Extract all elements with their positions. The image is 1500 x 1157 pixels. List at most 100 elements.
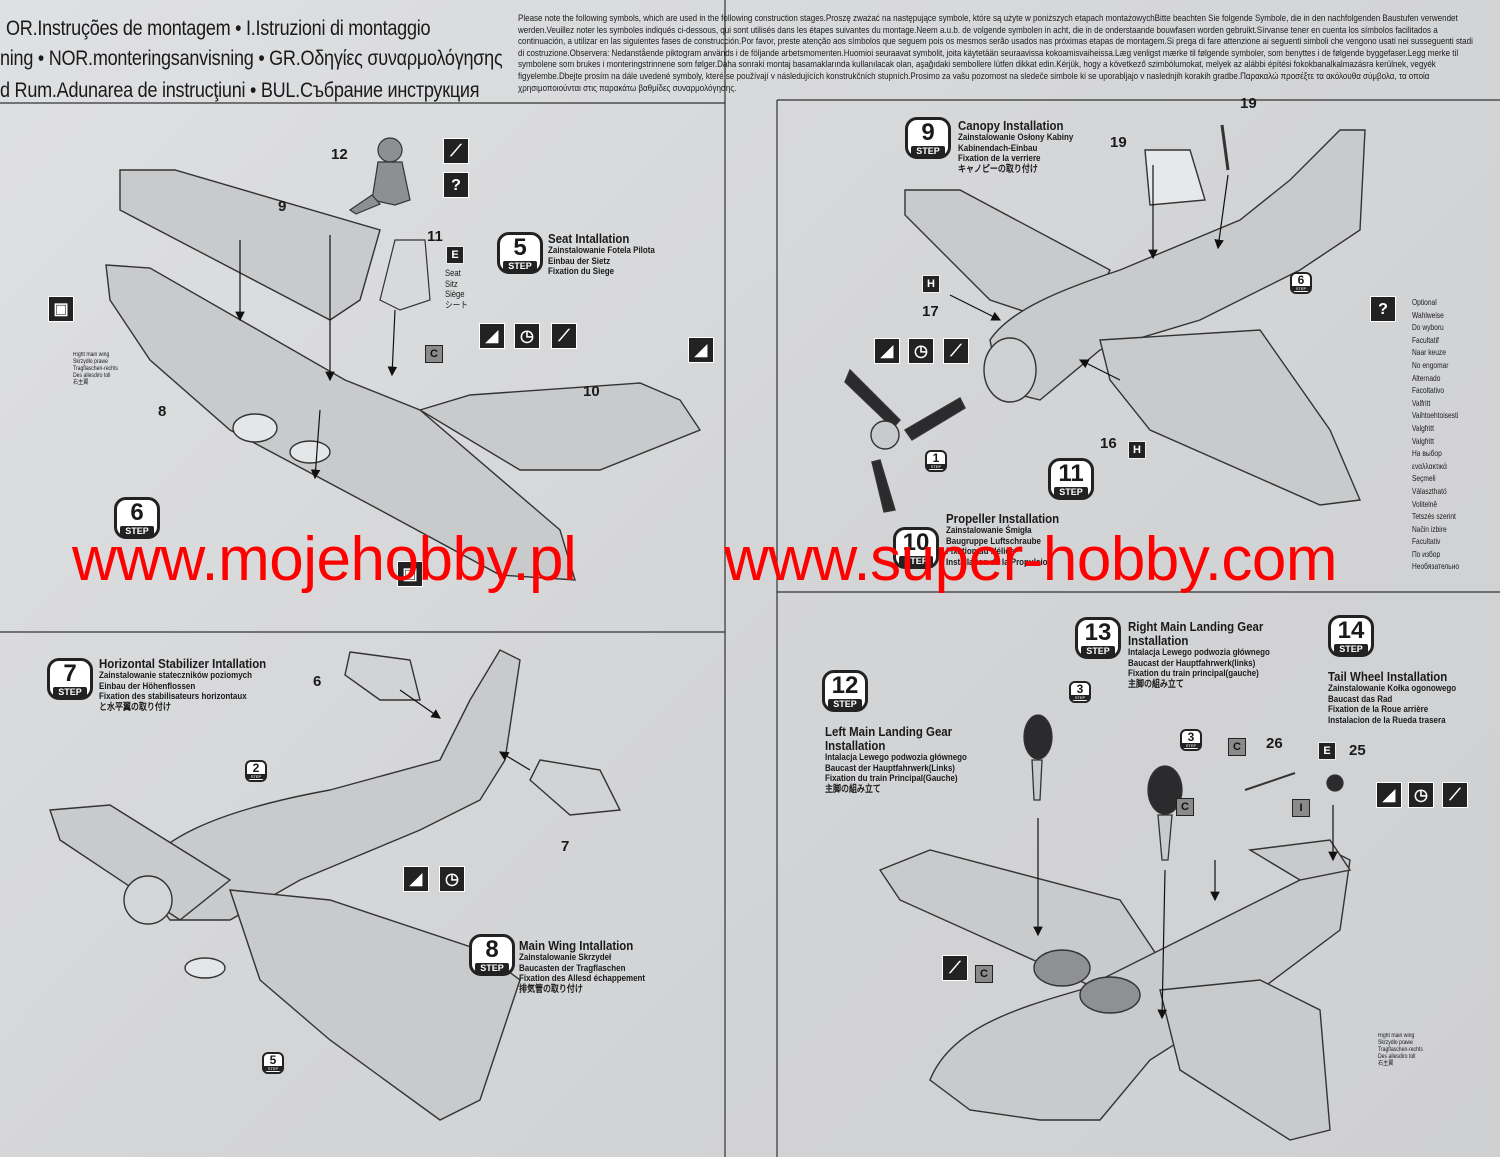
title-pl: Intalacja Lewego podwozia głównego: [1128, 647, 1270, 658]
bag-icon: ▣: [48, 296, 74, 322]
optional-icon: ?: [1370, 296, 1396, 322]
header-line-2: ning • NOR.monteringsanvisning • GR.Οδηγ…: [0, 47, 503, 70]
step-word: STEP: [828, 699, 862, 710]
optional-item: Naar keuze: [1412, 347, 1446, 358]
part-letter: C: [975, 965, 993, 983]
part-letter: C: [1228, 738, 1246, 756]
optional-item: Valfritt: [1412, 397, 1431, 408]
mini-step-number: 3: [1187, 730, 1195, 744]
seat-label: Sitz: [445, 278, 458, 289]
optional-item: Választható: [1412, 485, 1447, 496]
part-number: 19: [1240, 95, 1257, 112]
paint-icon: ⟋: [551, 323, 577, 349]
seat-part: [379, 239, 431, 311]
title-es: Installation de la Propulsion: [946, 556, 1053, 568]
title-en: Tail Wheel Installation: [1328, 669, 1448, 684]
note-line: Tragflaschen-rechts: [73, 366, 118, 372]
pilot-figure: [348, 137, 411, 215]
step-number: 10: [902, 529, 930, 556]
step-word: STEP: [475, 963, 509, 974]
optional-item: No engomar: [1412, 359, 1449, 370]
title-de: Baugruppe Luftschraube: [946, 535, 1041, 547]
landing-gear-parts: [1023, 714, 1344, 861]
step-11-badge: 11 STEP: [1048, 458, 1094, 500]
step-7-title: Horizontal Stabilizer Intallation Zainst…: [99, 657, 289, 713]
title-en: Seat Intallation: [548, 231, 630, 246]
optional-item: Valgfritt: [1412, 422, 1434, 433]
symbols-notice: Please note the following symbols, which…: [518, 12, 1473, 93]
part-letter: C: [1176, 798, 1194, 816]
mini-step-word: STEP: [247, 774, 265, 779]
step-9-title: Canopy Installation Zainstalowanie Osłon…: [958, 119, 1095, 175]
title-de: Baucast der Hauptfahrwerk(Links): [825, 762, 955, 774]
optional-item: Valgfritt: [1412, 435, 1434, 446]
optional-item: Необязательно: [1412, 561, 1460, 572]
optional-item: Volitelně: [1412, 498, 1438, 509]
optional-icon: ?: [443, 172, 469, 198]
glue-icon: ◢: [403, 866, 429, 892]
part-number: 7: [561, 838, 570, 855]
title-de: Baucast das Rad: [1328, 693, 1393, 705]
step-8-title: Main Wing Intallation Zainstalowanie Skr…: [519, 939, 669, 995]
step-number: 7: [63, 660, 77, 687]
part-letter: E: [446, 246, 464, 264]
step-5-title: Seat Intallation Zainstalowanie Fotela P…: [548, 232, 675, 278]
seat-label: Siège: [445, 289, 465, 299]
optional-item: Način izbire: [1412, 523, 1447, 534]
right-wing-note: Right main wing Skrzydło prawe Tragflasc…: [1378, 1033, 1423, 1068]
step-10-badge: 10 STEP: [893, 527, 939, 569]
title-de: Einbau der Sietz: [548, 255, 611, 267]
optional-item: Seçmeli: [1412, 473, 1436, 484]
step-word: STEP: [899, 556, 933, 567]
fuselage-step7: [49, 649, 622, 1121]
step-word: STEP: [503, 261, 537, 272]
step-8-badge: 8 STEP: [469, 934, 515, 976]
title-pl: Zainstalowanie Fotela Pilota: [548, 245, 655, 256]
title-es: Instalacion de la Rueda trasera: [1328, 714, 1446, 726]
title-fr: Fixation de la verriere: [958, 153, 1041, 164]
watermark-mojehobby[interactable]: www.mojehobby.pl: [72, 525, 577, 594]
title-fr: Fixation du Hélice: [946, 546, 1015, 557]
title-pl: Intalacja Lewego podwozia głównego: [825, 752, 967, 763]
mini-step-word: STEP: [927, 464, 945, 469]
clock-icon: ◷: [908, 338, 934, 364]
step-word: STEP: [53, 687, 87, 698]
step-6-badge: 6 STEP: [114, 497, 160, 539]
optional-item: Optional: [1412, 297, 1437, 307]
title-de: Einbau der Höhenflossen: [99, 680, 196, 692]
title-jp: 主脚の組み立て: [1128, 678, 1184, 690]
optional-item: Wahlweise: [1412, 309, 1444, 320]
title-jp: 排気管の取り付け: [519, 983, 583, 995]
aircraft-step9: [904, 124, 1366, 506]
watermark-super-hobby[interactable]: www.super-hobby.com: [724, 525, 1338, 594]
glue-icon: ◢: [1376, 782, 1402, 808]
step-9-badge: 9 STEP: [905, 117, 951, 159]
title-pl: Zainstalowanie Kołka ogonowego: [1328, 683, 1457, 694]
note-line: 右主翼: [1378, 1061, 1394, 1067]
part-number: 6: [313, 673, 322, 690]
part-number: 11: [427, 228, 443, 245]
note-line: Skrzydło prawe: [73, 359, 108, 365]
paint-icon: ⟋: [1442, 782, 1468, 808]
part-letter: E: [1318, 742, 1336, 760]
note-line: Right main wing: [73, 352, 110, 358]
optional-item: Alternado: [1412, 372, 1441, 383]
clock-icon: ◷: [514, 323, 540, 349]
seat-label: Seat: [445, 268, 461, 278]
part-number: 10: [583, 383, 600, 400]
title-en: Left Main Landing Gear: [825, 724, 953, 739]
note-line: 右主翼: [73, 380, 89, 386]
part-number: 25: [1349, 742, 1366, 759]
optional-translations: Optional Wahlweise Do wyboru Facultatif …: [1412, 296, 1459, 573]
title-fr: Fixation de la Roue arrière: [1328, 704, 1429, 715]
title-pl: Zainstalowanie stateczników poziomych: [99, 670, 252, 681]
optional-item: На выбор: [1412, 448, 1442, 459]
step-number: 5: [513, 234, 527, 261]
bag-icon: ▣: [397, 561, 423, 587]
optional-item: εναλλακτικά: [1412, 460, 1447, 471]
part-number: 12: [331, 146, 348, 163]
